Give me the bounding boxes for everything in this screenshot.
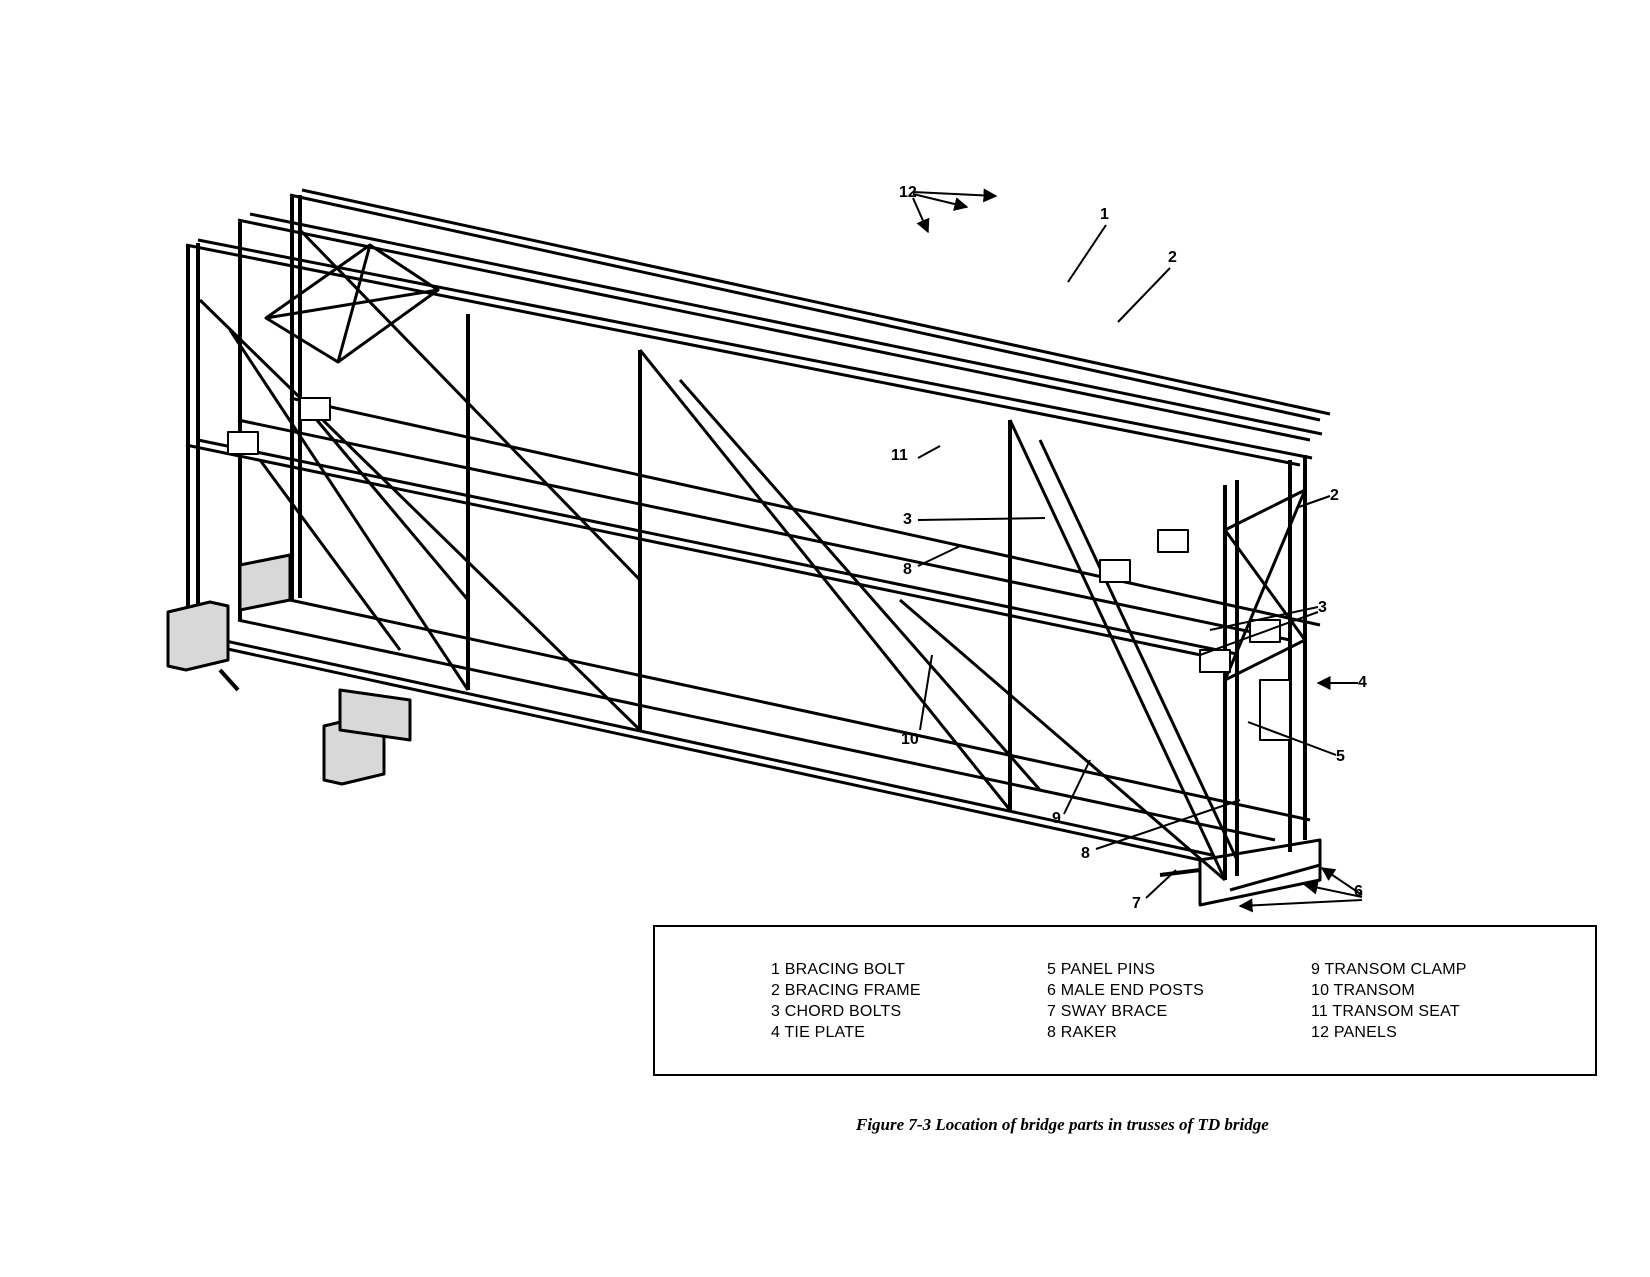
callout-6: 6 (1354, 883, 1363, 900)
truss-structure (166, 188, 1331, 907)
legend-item: 12 PANELS (1311, 1024, 1397, 1041)
legend-item: 2 BRACING FRAME (771, 982, 921, 999)
figure-caption: Figure 7-3 Location of bridge parts in t… (856, 1115, 1269, 1134)
callout-2-top: 2 (1168, 249, 1177, 266)
callout-5: 5 (1336, 748, 1345, 765)
legend-column-3: 9 TRANSOM CLAMP 10 TRANSOM 11 TRANSOM SE… (1311, 959, 1467, 1043)
transoms (166, 553, 412, 786)
legend-item: 1 BRACING BOLT (771, 961, 906, 978)
tie-plates (227, 397, 1291, 741)
callout-9: 9 (1052, 810, 1061, 827)
sway-brace (218, 668, 1201, 877)
legend-column-2: 5 PANEL PINS 6 MALE END POSTS 7 SWAY BRA… (1047, 959, 1204, 1043)
bracing-frame-top (264, 243, 440, 364)
end-posts (1198, 838, 1322, 907)
legend-item: 9 TRANSOM CLAMP (1311, 961, 1467, 978)
legend-item: 10 TRANSOM (1311, 982, 1415, 999)
callout-11: 11 (891, 447, 908, 464)
vertical-posts (186, 195, 1307, 880)
legend-item: 4 TIE PLATE (771, 1024, 866, 1041)
bottom-chords (185, 598, 1311, 862)
legend-item: 8 RAKER (1047, 1024, 1117, 1041)
callout-10: 10 (901, 731, 919, 748)
middle-chords (185, 396, 1321, 662)
legend-column-1: 1 BRACING BOLT 2 BRACING FRAME 3 CHORD B… (771, 959, 921, 1043)
legend-box: 1 BRACING BOLT 2 BRACING FRAME 3 CHORD B… (653, 925, 1597, 1076)
top-chords (185, 188, 1331, 467)
callout-8-left: 8 (903, 561, 912, 578)
callout-4: 4 (1358, 674, 1367, 691)
legend-item: 3 CHORD BOLTS (771, 1003, 902, 1020)
leader-lines (912, 188, 1363, 913)
callout-3-right: 3 (1318, 599, 1327, 616)
callout-12: 12 (899, 184, 917, 201)
callout-7: 7 (1132, 895, 1141, 912)
legend-item: 11 TRANSOM SEAT (1311, 1003, 1460, 1020)
callout-3-left: 3 (903, 511, 912, 528)
legend-item: 5 PANEL PINS (1047, 961, 1156, 978)
callout-1: 1 (1100, 206, 1109, 223)
legend-item: 7 SWAY BRACE (1047, 1003, 1168, 1020)
callout-8-bottom: 8 (1081, 845, 1090, 862)
legend-item: 6 MALE END POSTS (1047, 982, 1205, 999)
callout-2-end: 2 (1330, 487, 1339, 504)
